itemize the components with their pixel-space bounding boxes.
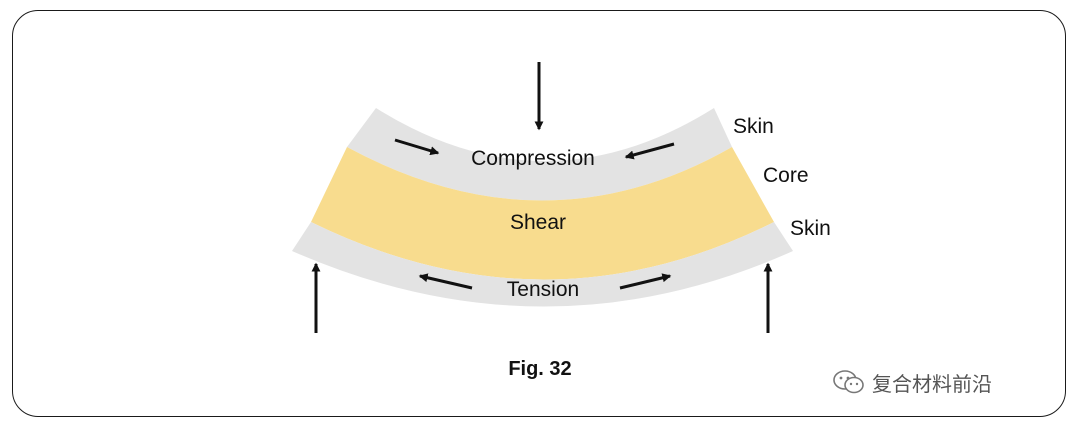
skin-bottom-label: Skin xyxy=(790,217,831,240)
compression-arrow-left xyxy=(394,138,440,156)
compression-label: Compression xyxy=(471,147,595,170)
tension-label: Tension xyxy=(507,278,579,301)
bottom-skin xyxy=(292,222,793,307)
tension-arrow-left xyxy=(418,273,473,290)
compression-arrow-right xyxy=(624,142,675,160)
figure-frame xyxy=(12,10,1066,417)
watermark-text: 复合材料前沿 xyxy=(872,371,992,396)
tension-arrow-right xyxy=(619,273,672,290)
skin-top-label: Skin xyxy=(733,115,774,138)
core-layer xyxy=(311,147,774,280)
figure-caption: Fig. 32 xyxy=(508,358,571,380)
core-label: Core xyxy=(763,164,809,187)
wechat-icon xyxy=(833,370,864,394)
shear-label: Shear xyxy=(510,211,566,234)
top-skin xyxy=(347,108,732,201)
watermark: 复合材料前沿 xyxy=(832,368,992,396)
